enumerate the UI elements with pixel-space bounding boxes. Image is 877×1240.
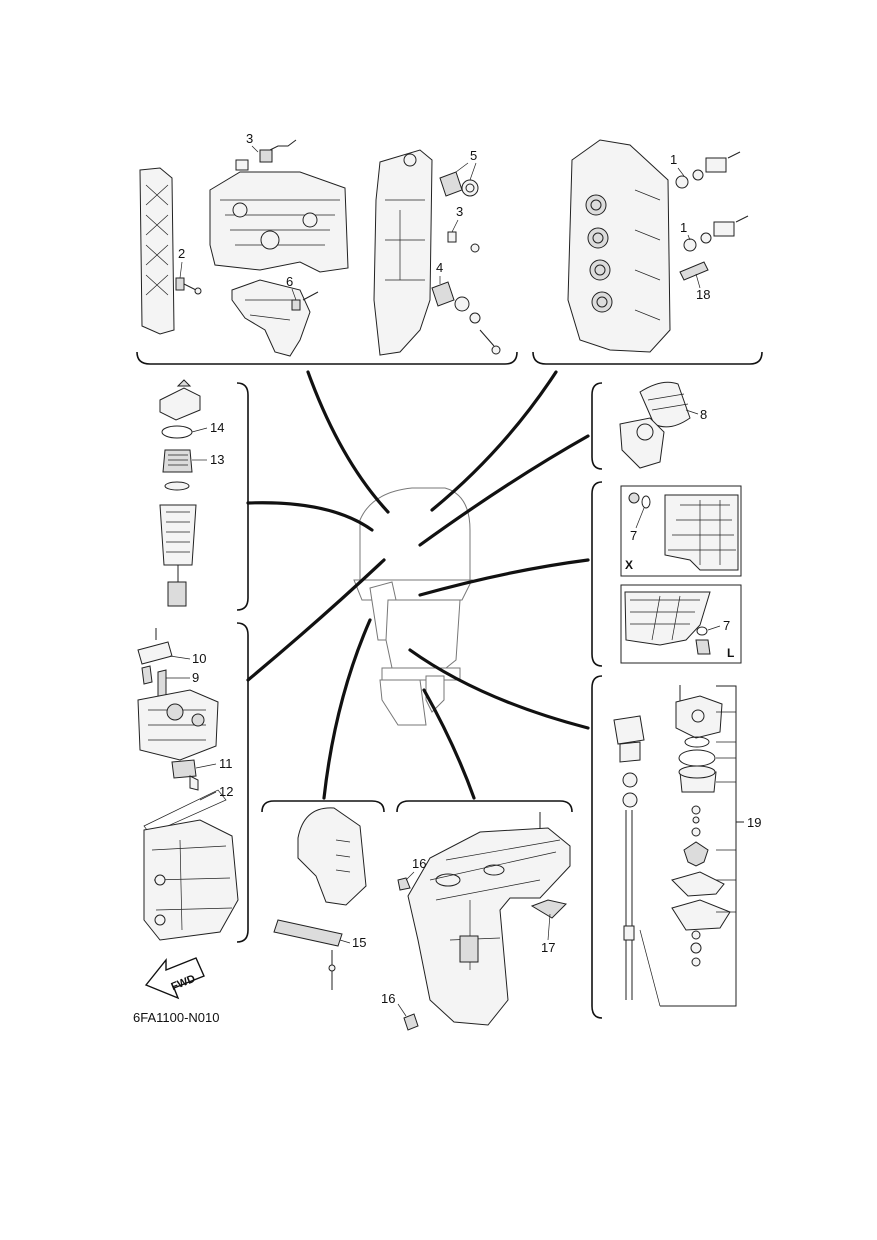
callout-16-lower: 16: [381, 991, 395, 1006]
callout-4: 4: [436, 260, 443, 275]
anode-parts: [273, 807, 367, 990]
callout-16-upper: 16: [412, 856, 426, 871]
cylinder-block-parts: [139, 139, 501, 357]
callout-6: 6: [286, 274, 293, 289]
callout-17: 17: [541, 940, 555, 955]
bracket-top-left: [136, 351, 518, 365]
callout-1-upper: 1: [670, 152, 677, 167]
water-pump-parts: [613, 685, 744, 1007]
callout-15: 15: [352, 935, 366, 950]
callout-14: 14: [210, 420, 224, 435]
callout-9: 9: [192, 670, 199, 685]
lower-unit-parts: [397, 812, 571, 1031]
bracket-left-lower: [236, 622, 249, 943]
fuel-pump-parts: [137, 628, 239, 941]
bracket-bottom-left: [261, 800, 385, 813]
callout-19: 19: [747, 815, 761, 830]
bracket-right-2: [591, 481, 603, 667]
outboard-engine-outline: [353, 487, 473, 726]
bracket-top-right: [532, 351, 763, 365]
leader-lines: [246, 370, 590, 800]
callout-3-upper: 3: [246, 131, 253, 146]
callout-3-lower: 3: [456, 204, 463, 219]
bracket-right-1: [591, 382, 603, 470]
callout-7-l: 7: [723, 618, 730, 633]
fuel-filter-parts: [159, 379, 201, 607]
cylinder-head-parts: [567, 139, 749, 353]
panel-label-x: X: [625, 558, 633, 572]
figure-code: 6FA1100-N010: [133, 1010, 220, 1025]
oil-filter-parts: [619, 381, 691, 469]
callout-11: 11: [219, 756, 233, 771]
callout-10: 10: [192, 651, 206, 666]
callout-5: 5: [470, 148, 477, 163]
drain-plug-inset-x: [620, 485, 742, 577]
callout-8: 8: [700, 407, 707, 422]
callout-12: 12: [219, 784, 233, 799]
bracket-left-upper: [236, 382, 249, 611]
callout-2: 2: [178, 246, 185, 261]
callout-18: 18: [696, 287, 710, 302]
callout-7-x: 7: [630, 528, 637, 543]
bracket-bottom-center: [396, 800, 573, 813]
callout-labels: 1 1 2 3 3 4 5 6 7 7 8 9 10 11 12 13 14 1…: [166, 131, 761, 1017]
callout-13: 13: [210, 452, 224, 467]
panel-label-l: L: [727, 646, 734, 660]
forward-direction-arrow: FWD: [144, 957, 205, 1000]
callout-1-lower: 1: [680, 220, 687, 235]
bracket-right-3: [591, 675, 603, 1019]
drain-plug-inset-l: [620, 584, 742, 664]
